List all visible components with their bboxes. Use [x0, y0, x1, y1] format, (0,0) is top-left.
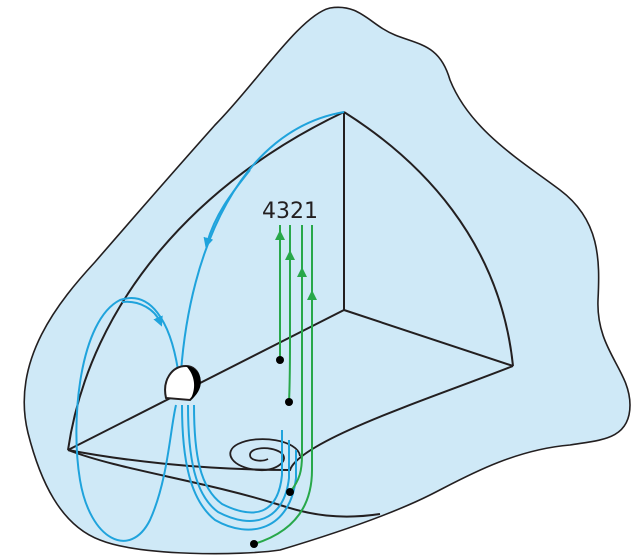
back-plane-edge	[67, 111, 345, 451]
blue-loop-arrow	[121, 300, 163, 327]
initial-points	[250, 356, 294, 548]
label-3: 3	[276, 199, 290, 224]
green-traj-2	[288, 225, 291, 403]
label-4: 4	[262, 199, 276, 224]
spiral-icon	[229, 438, 301, 472]
start-point-2	[285, 398, 293, 406]
blue-arc-outer	[180, 111, 345, 373]
blue-traj-a	[181, 404, 297, 531]
blue-arc-outer-arrow	[203, 169, 251, 248]
front-axis	[343, 309, 514, 367]
three-d-axes	[67, 111, 514, 518]
label-1: 1	[304, 199, 318, 224]
basin-region	[23, 6, 631, 555]
bottom-edge	[67, 365, 514, 472]
blue-trajectories	[75, 111, 345, 542]
label-2: 2	[290, 199, 304, 224]
equilibrium-icon	[164, 364, 201, 402]
right-plane-edge	[343, 111, 514, 367]
blue-loop	[75, 297, 179, 542]
blue-traj-b	[187, 404, 290, 522]
left-axis	[67, 309, 345, 451]
green-traj-3	[289, 225, 303, 493]
green-trajectories	[253, 225, 317, 545]
blue-traj-c	[193, 404, 283, 514]
trajectory-labels: 4 3 2 1	[262, 199, 318, 224]
start-point-4	[250, 540, 258, 548]
start-point-1	[276, 356, 284, 364]
green-traj-4	[253, 225, 313, 545]
lower-flap-edge	[67, 449, 381, 518]
start-point-3	[286, 488, 294, 496]
